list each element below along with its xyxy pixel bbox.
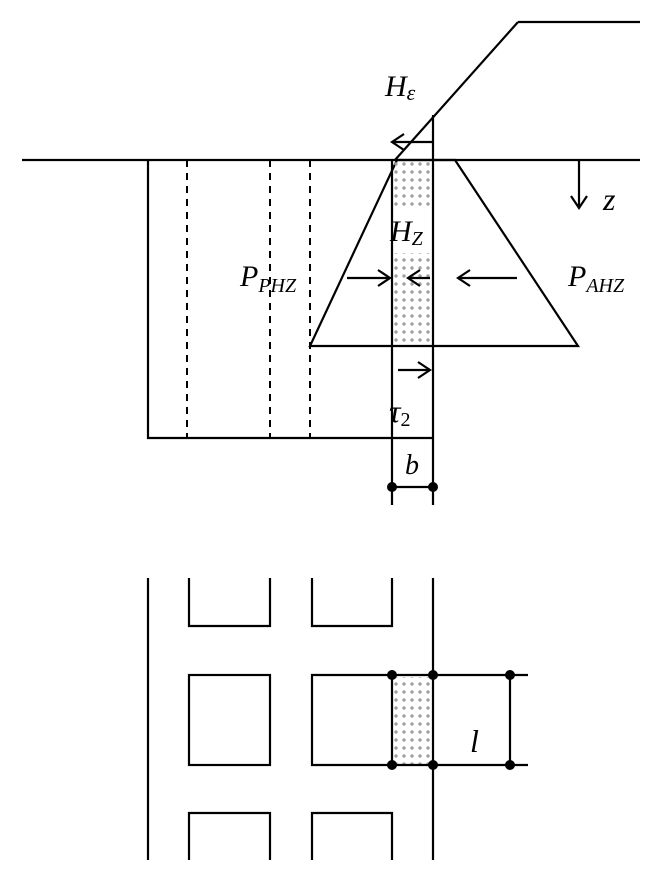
plan-square-bot-right <box>310 811 394 860</box>
tau-arrow <box>398 361 432 379</box>
p-ahz-arrow <box>456 269 517 287</box>
plan-dot-6 <box>505 760 515 770</box>
plan-square-top-left <box>187 578 272 628</box>
plan-square-bot-left <box>187 811 272 860</box>
plan-square-mid-left <box>187 673 272 767</box>
plan-dot-2 <box>428 670 438 680</box>
plan-square-mid-right <box>310 673 392 767</box>
slope-line <box>394 21 519 161</box>
pile-dots-middle <box>393 253 433 346</box>
label-p-phz: PPHZ <box>239 260 297 297</box>
label-tau: τ2 <box>389 393 410 431</box>
label-z: z <box>602 181 616 217</box>
label-h-z: HZ <box>389 215 424 250</box>
h-epsilon-arrow <box>390 133 433 151</box>
plan-square-top-right <box>310 578 394 628</box>
plan-view: l <box>146 578 528 860</box>
label-l: l <box>470 723 479 759</box>
p-phz-arrow <box>347 269 392 287</box>
plan-dot-3 <box>505 670 515 680</box>
plan-dot-1 <box>387 670 397 680</box>
plan-dot-5 <box>428 760 438 770</box>
pile-dots-upper <box>393 162 433 207</box>
plan-pile-dots <box>393 677 433 764</box>
label-b: b <box>405 450 419 481</box>
label-p-ahz: PAHZ <box>567 260 625 297</box>
plan-dot-4 <box>387 760 397 770</box>
trapezoid-wedge <box>308 158 581 348</box>
z-arrow <box>570 160 588 210</box>
hz-inner-arrow <box>406 269 430 287</box>
label-h-epsilon: Hε <box>384 70 416 105</box>
cross-section: Hε z HZ PPHZ PAHZ τ2 b <box>22 20 640 505</box>
